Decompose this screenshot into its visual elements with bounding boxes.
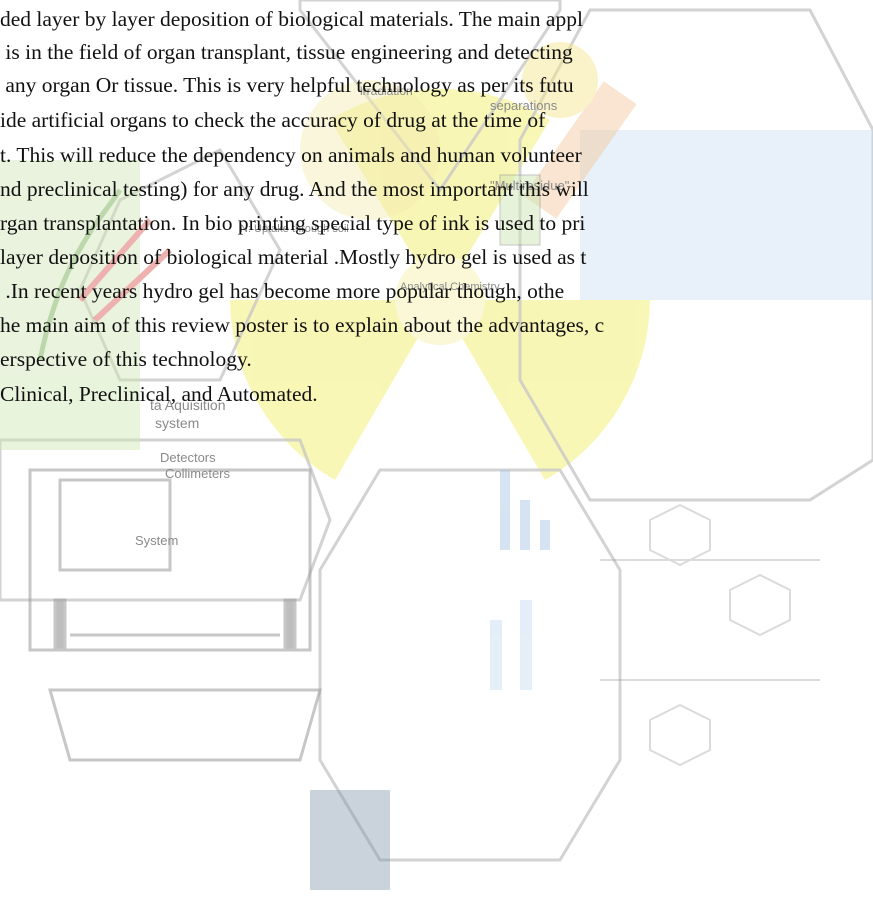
keywords-line: Clinical, Preclinical, and Automated. bbox=[0, 382, 318, 406]
text-line-7: rgan transplantation. In bio printing sp… bbox=[0, 211, 586, 235]
data-acquisition-label: ta Aquisition bbox=[150, 397, 226, 413]
panel-circle-diagram bbox=[300, 80, 440, 220]
multiresidue-label: "Multiresidue" bbox=[490, 178, 570, 193]
irradiation-label: irradiation bbox=[360, 84, 413, 98]
panel-charts bbox=[310, 470, 550, 890]
text-line-1: ded layer by layer deposition of biologi… bbox=[0, 7, 583, 31]
analytical-chemistry-label: Analytical Chemistry bbox=[400, 281, 500, 293]
panel-phone-device bbox=[499, 174, 541, 246]
panel-orange-arrow bbox=[522, 42, 637, 219]
panel-detector-diagram bbox=[28, 468, 322, 762]
separations-label: separations bbox=[490, 98, 558, 113]
text-line-6: nd preclinical testing) for any drug. An… bbox=[0, 177, 589, 201]
text-line-4: ide artificial organs to check the accur… bbox=[0, 108, 546, 132]
uptake-label: N: Uptake through soil bbox=[240, 223, 349, 235]
panel-green-plant bbox=[0, 160, 173, 450]
system-label: system bbox=[155, 415, 199, 431]
text-line-11: erspective of this technology. bbox=[0, 347, 252, 371]
text-line-2: is in the field of organ transplant, tis… bbox=[0, 40, 573, 64]
text-line-5: t. This will reduce the dependency on an… bbox=[0, 143, 582, 167]
text-line-8: layer deposition of biological material … bbox=[0, 245, 587, 269]
text-line-9: .In recent years hydro gel has become mo… bbox=[0, 279, 565, 303]
collimeters-label: Collimeters bbox=[165, 466, 231, 481]
panel-chemistry-structures bbox=[600, 503, 820, 767]
text-line-3: any organ Or tissue. This is very helpfu… bbox=[0, 73, 574, 97]
text-line-10: he main aim of this review poster is to … bbox=[0, 313, 605, 337]
panel-blue-map bbox=[580, 130, 873, 300]
detectors-label: Detectors bbox=[160, 450, 216, 465]
trefoil-graphic bbox=[230, 88, 650, 480]
system-bottom-label: System bbox=[135, 533, 178, 548]
